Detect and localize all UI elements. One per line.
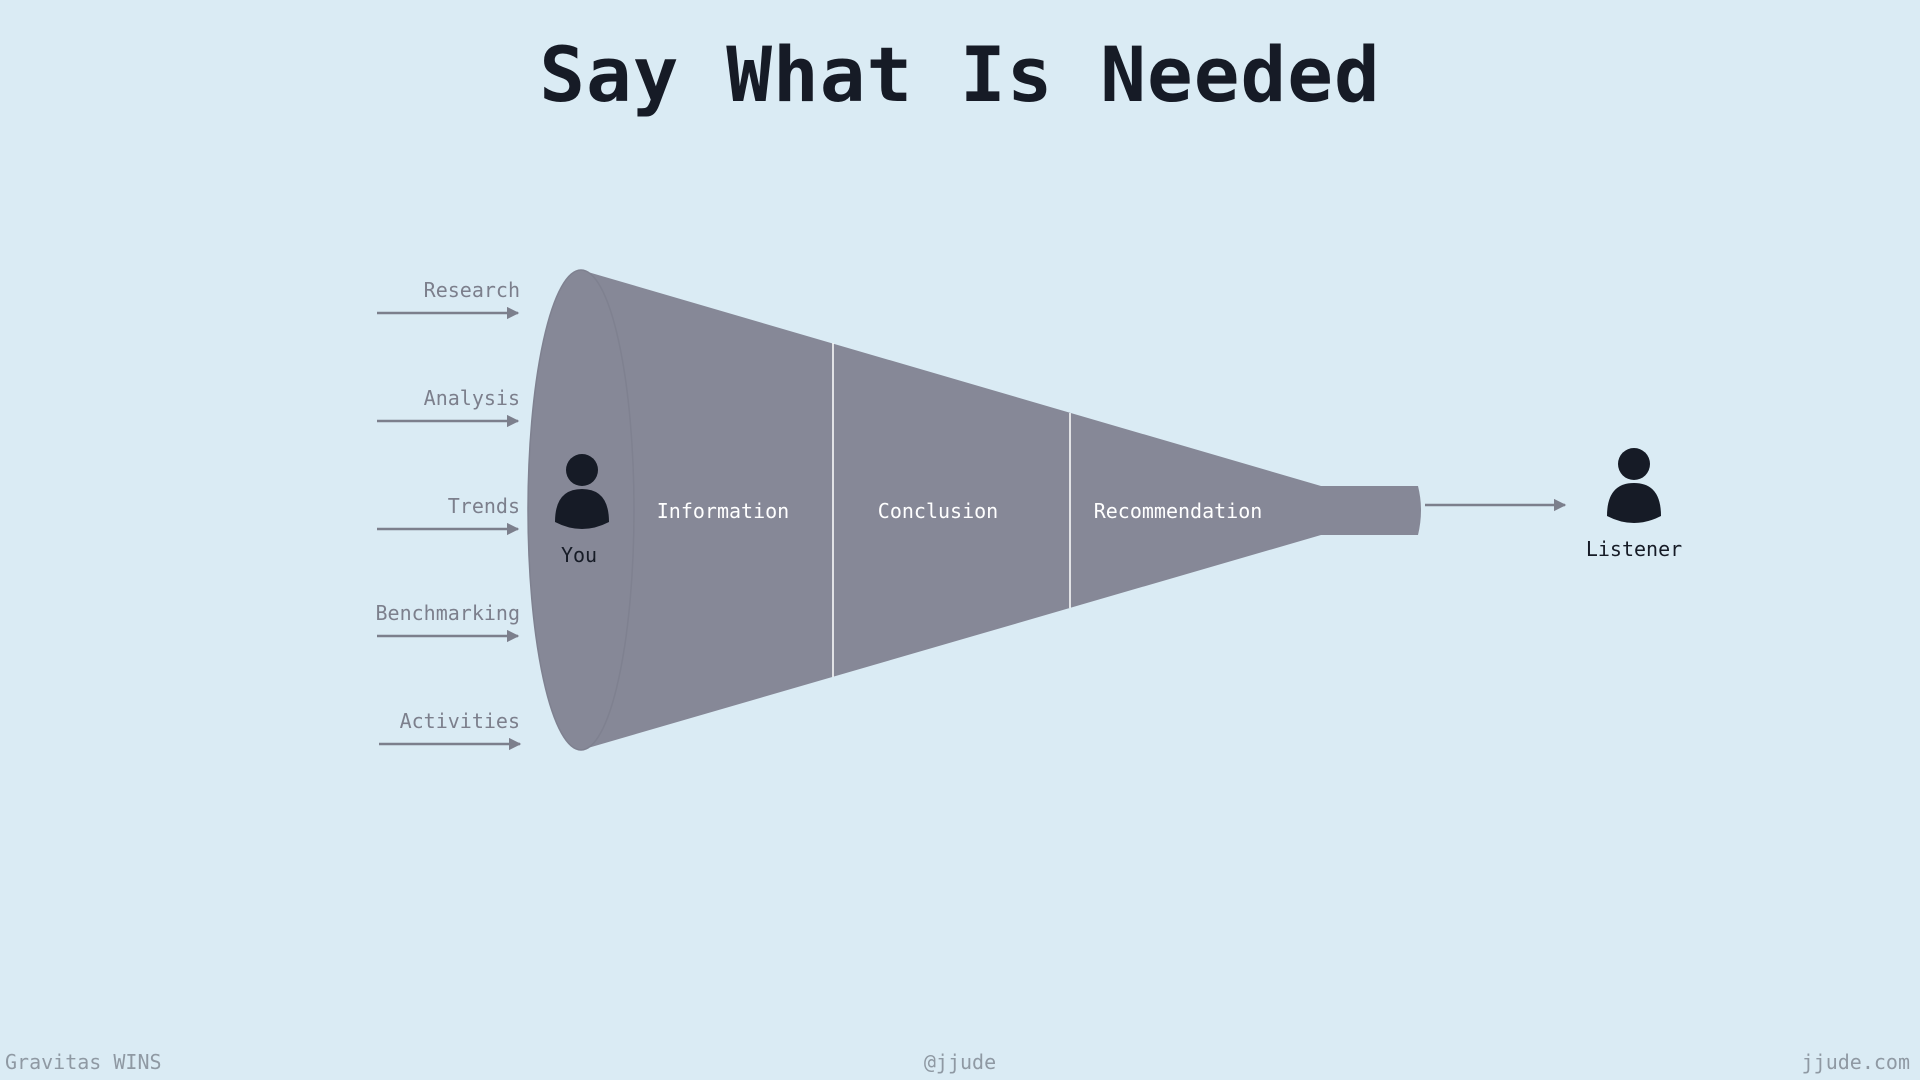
page-title: Say What Is Needed	[539, 30, 1381, 119]
listener-label: Listener	[1586, 537, 1682, 561]
input-benchmarking: Benchmarking	[376, 601, 521, 643]
input-activities: Activities	[379, 709, 522, 751]
stage-information: Information	[657, 499, 789, 523]
person-icon	[555, 454, 609, 529]
input-label: Benchmarking	[376, 601, 521, 625]
input-label: Research	[424, 278, 520, 302]
funnel-cone	[581, 270, 1421, 750]
input-trends: Trends	[377, 494, 520, 536]
footer-handle: @jjude	[923, 1050, 997, 1074]
input-label: Analysis	[424, 386, 520, 410]
input-research: Research	[377, 278, 520, 320]
stage-recommendation: Recommendation	[1094, 499, 1263, 523]
footer-website: jjude.com	[1801, 1050, 1910, 1074]
input-label: Trends	[448, 494, 520, 518]
footer-brand: Gravitas WINS	[5, 1050, 162, 1074]
input-label: Activities	[400, 709, 520, 733]
speaker-label: You	[561, 543, 597, 567]
input-analysis: Analysis	[377, 386, 520, 428]
person-icon	[1607, 448, 1661, 523]
stage-conclusion: Conclusion	[878, 499, 998, 523]
